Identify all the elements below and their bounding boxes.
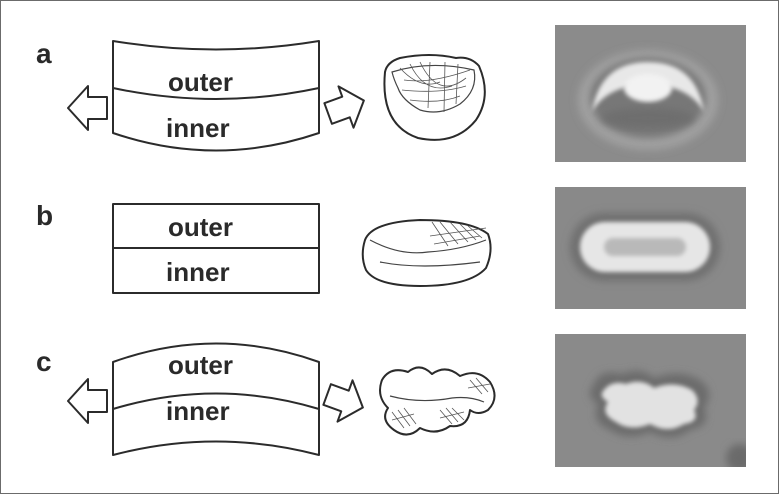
discocyte-sketch bbox=[361, 219, 492, 287]
micrograph-b bbox=[555, 187, 746, 309]
row-c: c outer inner bbox=[36, 334, 746, 467]
bilayer-flat bbox=[112, 203, 320, 294]
left-arrow-icon bbox=[67, 85, 108, 131]
right-arrow-icon bbox=[322, 379, 364, 423]
micrograph-c bbox=[555, 334, 746, 467]
layer-label-inner: inner bbox=[166, 113, 230, 143]
row-letter-b: b bbox=[36, 200, 53, 231]
left-arrow-icon bbox=[67, 378, 108, 424]
layer-label-outer: outer bbox=[168, 67, 233, 97]
row-b: b outer inner bbox=[36, 187, 746, 309]
layer-label-inner: inner bbox=[166, 396, 230, 426]
stomatocyte-sketch bbox=[383, 54, 486, 141]
right-arrow-icon bbox=[323, 85, 365, 129]
layer-label-outer: outer bbox=[168, 350, 233, 380]
crenated-cell-sketch bbox=[379, 366, 496, 436]
layer-label-outer: outer bbox=[168, 212, 233, 242]
row-letter-c: c bbox=[36, 346, 52, 377]
micrograph-a bbox=[555, 25, 746, 162]
layer-label-inner: inner bbox=[166, 257, 230, 287]
row-letter-a: a bbox=[36, 38, 52, 69]
bilayer-curved-down bbox=[112, 342, 320, 456]
row-a: a outer inner bbox=[36, 25, 746, 162]
bilayer-curved-up bbox=[112, 40, 320, 152]
